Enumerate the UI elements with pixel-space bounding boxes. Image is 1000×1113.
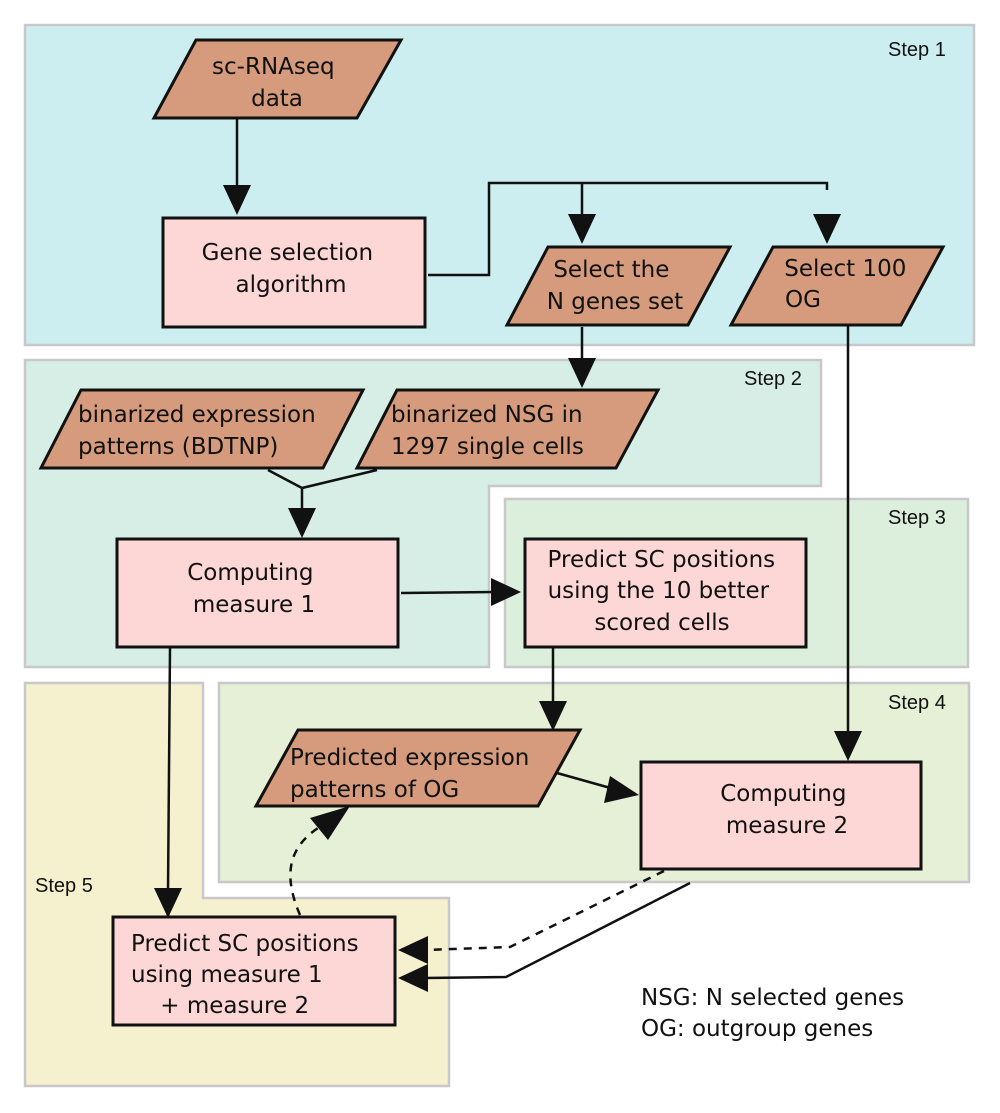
edge-measure2-to-predict-final bbox=[424, 881, 691, 980]
node-text-line: OG bbox=[785, 287, 821, 313]
svg-text:Gene selection algorithm: Gene selection algorithm bbox=[202, 240, 381, 298]
svg-text:binarized NSG in 1297 si: binarized NSG in 1297 single cells bbox=[391, 402, 590, 460]
node-text-line: Computing bbox=[720, 781, 846, 807]
node-select-og: Select 100 OG bbox=[728, 245, 946, 327]
node-text-line: 1297 single cells bbox=[391, 434, 584, 460]
node-select-n-genes: Select the N genes set bbox=[504, 245, 733, 327]
arrowhead bbox=[491, 578, 521, 606]
step-3-label: Step 3 bbox=[888, 507, 946, 529]
svg-text:Predicted expression pat: Predicted expression patterns of OG bbox=[290, 745, 537, 803]
edge-measure2-to-predict-final-dashed bbox=[424, 869, 665, 952]
arrowhead bbox=[539, 701, 567, 731]
arrowhead bbox=[398, 936, 428, 964]
svg-text:Select 100 OG: Select 100 OG bbox=[784, 256, 913, 313]
node-text-line: Predict SC positions bbox=[131, 931, 359, 957]
node-predict-sc-top10: Predict SC positions using the 10 better… bbox=[523, 537, 808, 649]
node-text-line: using the 10 better bbox=[548, 578, 770, 604]
arrowhead bbox=[398, 964, 428, 992]
legend: NSG: N selected genes OG: outgroup genes bbox=[641, 985, 904, 1042]
node-text-line: scored cells bbox=[594, 610, 729, 636]
step-2-label: Step 2 bbox=[744, 368, 802, 390]
legend-nsg: NSG: N selected genes bbox=[641, 985, 904, 1011]
node-predicted-expression-og: Predicted expression patterns of OG bbox=[253, 728, 583, 808]
node-binarized-expression: binarized expression patterns (BDTNP) bbox=[38, 388, 366, 470]
edge-predict-final-to-pred-expr-dashed bbox=[289, 826, 319, 916]
svg-text:Computing measure 1: Computing measure 1 bbox=[187, 560, 321, 618]
node-text-line: using measure 1 bbox=[131, 962, 323, 988]
node-computing-measure-1: Computing measure 1 bbox=[115, 537, 400, 649]
arrowhead bbox=[568, 214, 596, 244]
arrowhead bbox=[604, 776, 639, 803]
edge-pred-expr-to-measure2 bbox=[556, 771, 615, 791]
legend-og: OG: outgroup genes bbox=[641, 1016, 873, 1042]
arrowhead bbox=[813, 214, 841, 244]
arrowhead bbox=[310, 806, 350, 840]
svg-text:Predict SC positions usi: Predict SC positions using measure 1 + m… bbox=[0, 0, 410, 1019]
svg-text:sc-RNAseq data: sc-RNAseq data bbox=[212, 54, 342, 112]
node-text-line: algorithm bbox=[235, 272, 346, 298]
node-text-line: + measure 2 bbox=[131, 993, 309, 1019]
node-binarized-nsg: binarized NSG in 1297 single cells bbox=[354, 388, 661, 470]
node-computing-measure-2: Computing measure 2 bbox=[639, 760, 923, 871]
arrowhead bbox=[568, 358, 596, 388]
node-text-line: Predicted expression bbox=[290, 745, 529, 771]
node-text-line: measure 1 bbox=[193, 592, 315, 618]
step-1-label: Step 1 bbox=[888, 39, 946, 61]
arrowhead bbox=[834, 731, 862, 761]
node-predict-sc-final: Predict SC positions using measure 1 + m… bbox=[0, 0, 410, 1027]
svg-text:Select the N genes set: Select the N genes set bbox=[547, 257, 683, 315]
node-text-line: Select 100 bbox=[784, 256, 906, 282]
node-text-line: Predict SC positions bbox=[548, 547, 776, 573]
node-text-line: sc-RNAseq bbox=[212, 54, 335, 80]
node-scrnaseq-data: sc-RNAseq data bbox=[151, 38, 404, 120]
edge-measure1-to-predict-final bbox=[166, 647, 172, 893]
node-text-line: measure 2 bbox=[726, 813, 848, 839]
node-text-line: patterns of OG bbox=[290, 777, 459, 803]
arrowhead bbox=[288, 508, 316, 538]
edge-measure1-to-predict-top10 bbox=[400, 590, 496, 595]
node-text-line: Select the bbox=[553, 257, 669, 283]
node-text-line: Gene selection bbox=[202, 240, 373, 266]
edge-gene-selection-to-selects bbox=[428, 181, 829, 277]
node-text-line: binarized expression bbox=[78, 402, 316, 428]
node-gene-selection-algorithm: Gene selection algorithm bbox=[161, 216, 427, 329]
svg-text:binarized expression pat: binarized expression patterns (BDTNP) bbox=[78, 402, 323, 460]
node-text-line: patterns (BDTNP) bbox=[78, 434, 278, 460]
node-text-line: data bbox=[251, 86, 303, 112]
node-text-line: N genes set bbox=[547, 289, 683, 315]
arrowhead bbox=[154, 888, 182, 918]
node-text-line: Computing bbox=[187, 560, 313, 586]
svg-text:Computing measure 2: Computing measure 2 bbox=[720, 781, 854, 839]
node-text-line: binarized NSG in bbox=[391, 402, 583, 428]
step-4-label: Step 4 bbox=[888, 692, 946, 714]
step-5-label: Step 5 bbox=[35, 875, 93, 897]
svg-text:Predict SC positions usi: Predict SC positions using the 10 better… bbox=[548, 547, 783, 636]
arrowhead bbox=[223, 185, 251, 215]
